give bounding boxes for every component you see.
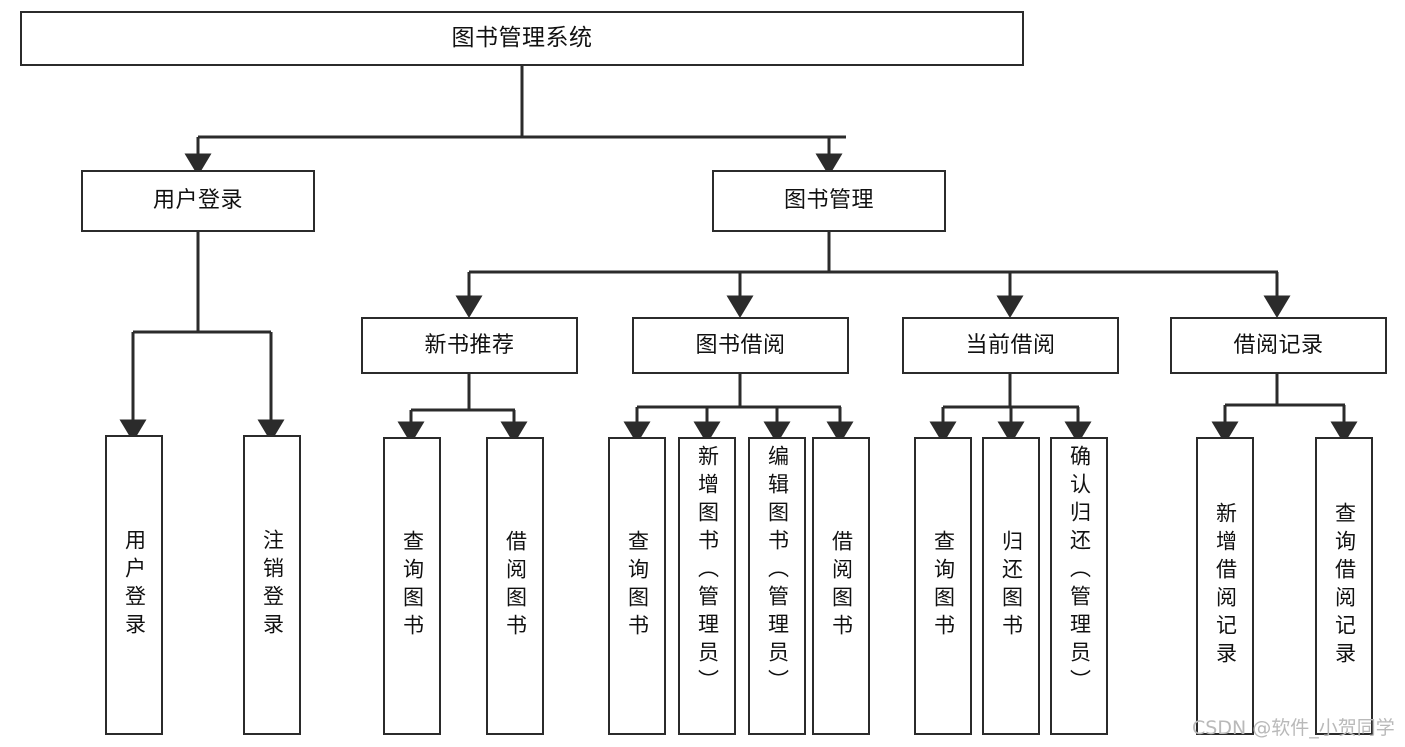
leaf-book-borrow-edit[interactable]: 编辑图书（管理员） bbox=[748, 437, 806, 735]
leaf-current-borrow-confirm[interactable]: 确认归还（管理员） bbox=[1050, 437, 1108, 735]
leaf-user-login-login[interactable]: 用户登录 bbox=[105, 435, 163, 735]
leaf-current-borrow-query[interactable]: 查询图书 bbox=[914, 437, 972, 735]
leaf-borrow-record-add[interactable]: 新增借阅记录 bbox=[1196, 437, 1254, 735]
leaf-label: 查询图书 bbox=[625, 530, 650, 642]
leaf-label: 确认归还（管理员） bbox=[1067, 445, 1092, 697]
node-root[interactable]: 图书管理系统 bbox=[20, 11, 1024, 66]
node-root-label: 图书管理系统 bbox=[451, 24, 593, 51]
leaf-label: 编辑图书（管理员） bbox=[765, 445, 790, 697]
leaf-new-book-borrow[interactable]: 借阅图书 bbox=[486, 437, 544, 735]
leaf-book-borrow-query[interactable]: 查询图书 bbox=[608, 437, 666, 735]
node-book-management-label: 图书管理 bbox=[783, 188, 874, 214]
leaf-label: 用户登录 bbox=[122, 529, 147, 641]
leaf-user-login-logout[interactable]: 注销登录 bbox=[243, 435, 301, 735]
leaf-borrow-record-query[interactable]: 查询借阅记录 bbox=[1315, 437, 1373, 735]
node-book-management[interactable]: 图书管理 bbox=[712, 170, 946, 232]
leaf-book-borrow-add[interactable]: 新增图书（管理员） bbox=[678, 437, 736, 735]
node-user-login[interactable]: 用户登录 bbox=[81, 170, 315, 232]
node-current-borrow-label: 当前借阅 bbox=[965, 332, 1056, 358]
node-new-book-recommend-label: 新书推荐 bbox=[424, 332, 515, 358]
node-current-borrow[interactable]: 当前借阅 bbox=[902, 317, 1119, 374]
leaf-label: 新增借阅记录 bbox=[1213, 502, 1238, 670]
leaf-label: 归还图书 bbox=[999, 530, 1024, 642]
node-new-book-recommend[interactable]: 新书推荐 bbox=[361, 317, 578, 374]
node-user-login-label: 用户登录 bbox=[152, 188, 243, 214]
leaf-label: 借阅图书 bbox=[503, 530, 528, 642]
watermark-text: CSDN @软件_小贺同学 bbox=[1192, 717, 1395, 739]
leaf-label: 查询借阅记录 bbox=[1332, 502, 1357, 670]
node-book-borrow[interactable]: 图书借阅 bbox=[632, 317, 849, 374]
leaf-label: 新增图书（管理员） bbox=[695, 445, 720, 697]
node-book-borrow-label: 图书借阅 bbox=[695, 332, 786, 358]
leaf-new-book-query[interactable]: 查询图书 bbox=[383, 437, 441, 735]
node-borrow-record-label: 借阅记录 bbox=[1233, 332, 1324, 358]
leaf-current-borrow-return[interactable]: 归还图书 bbox=[982, 437, 1040, 735]
node-borrow-record[interactable]: 借阅记录 bbox=[1170, 317, 1387, 374]
leaf-label: 借阅图书 bbox=[829, 530, 854, 642]
leaf-label: 查询图书 bbox=[400, 530, 425, 642]
leaf-book-borrow-borrow[interactable]: 借阅图书 bbox=[812, 437, 870, 735]
leaf-label: 注销登录 bbox=[260, 529, 285, 641]
leaf-label: 查询图书 bbox=[931, 530, 956, 642]
